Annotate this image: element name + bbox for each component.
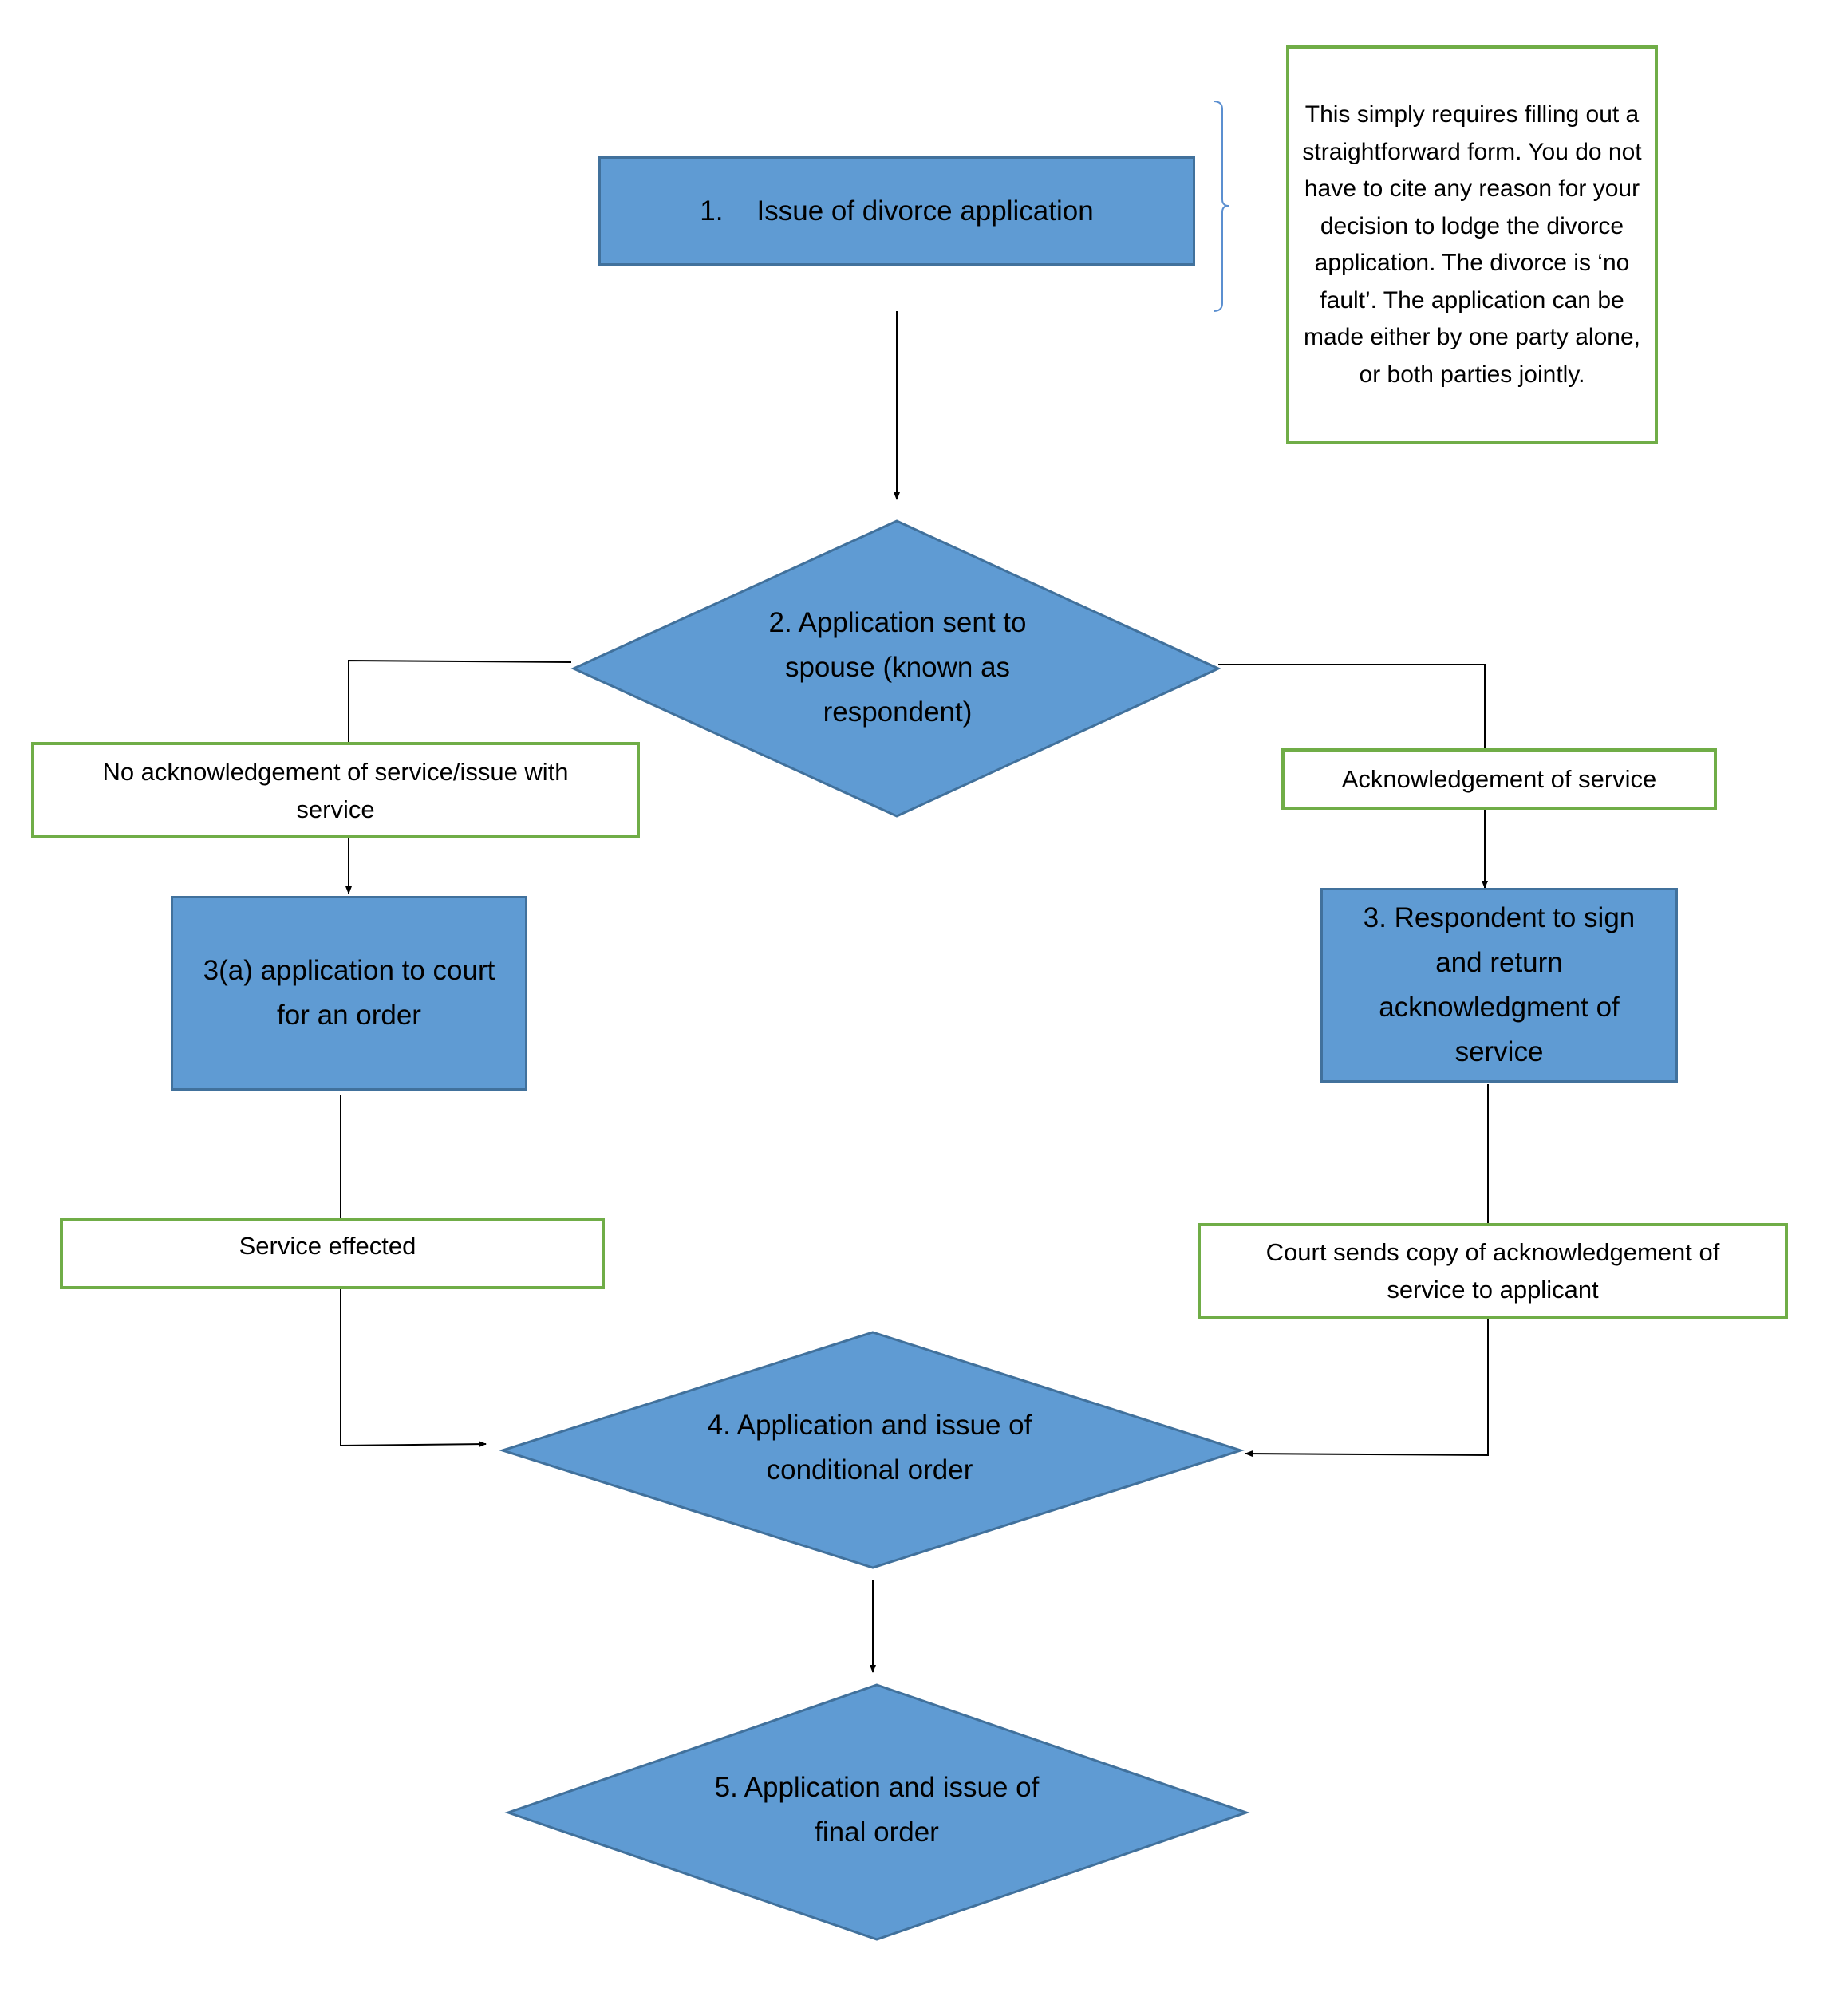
step3a-label: 3(a) application to court for an order — [203, 955, 495, 1031]
arrow-service-effected-to-step4 — [340, 1288, 487, 1448]
no-ack-label: No acknowledgement of service/issue with… — [102, 757, 569, 823]
connector-step2-to-no-ack — [348, 659, 572, 742]
step3-label: 3. Respondent to sign and return acknowl… — [1363, 902, 1636, 1067]
step1-label: Issue of divorce application — [756, 195, 1094, 227]
step1-number: 1. — [700, 195, 724, 227]
step4-diamond — [499, 1331, 1245, 1569]
step2-diamond — [570, 519, 1221, 818]
step1-note-text: This simply requires filling out a strai… — [1302, 101, 1642, 388]
arrow-court-sends-to-step4 — [1245, 1317, 1489, 1458]
step3-box: 3. Respondent to sign and return acknowl… — [1320, 888, 1678, 1083]
court-sends-box: Court sends copy of acknowledgement of s… — [1198, 1223, 1788, 1319]
step5-label: 5. Application and issue of final order — [714, 1772, 1040, 1848]
step4-label-wrap: 4. Application and issue of conditional … — [702, 1403, 1037, 1493]
court-sends-label: Court sends copy of acknowledgement of s… — [1265, 1238, 1720, 1304]
connector-step2-to-ack — [1218, 664, 1486, 748]
no-ack-box: No acknowledgement of service/issue with… — [31, 742, 640, 838]
step1-box: 1. Issue of divorce application — [598, 156, 1195, 266]
ack-box: Acknowledgement of service — [1281, 748, 1717, 810]
step3a-box: 3(a) application to court for an order — [171, 896, 527, 1091]
step5-diamond — [504, 1683, 1250, 1941]
service-effected-label: Service effected — [239, 1232, 416, 1260]
bracket-step1-note — [1213, 101, 1229, 312]
step1-note-box: This simply requires filling out a strai… — [1286, 45, 1658, 444]
step5-label-wrap: 5. Application and issue of final order — [709, 1765, 1044, 1855]
step4-label: 4. Application and issue of conditional … — [707, 1410, 1032, 1485]
service-effected-box: Service effected — [60, 1218, 605, 1289]
step2-label-wrap: 2. Application sent to spouse (known as … — [734, 601, 1061, 735]
ack-label: Acknowledgement of service — [1341, 765, 1657, 793]
step2-label: 2. Application sent to spouse (known as … — [768, 607, 1027, 728]
